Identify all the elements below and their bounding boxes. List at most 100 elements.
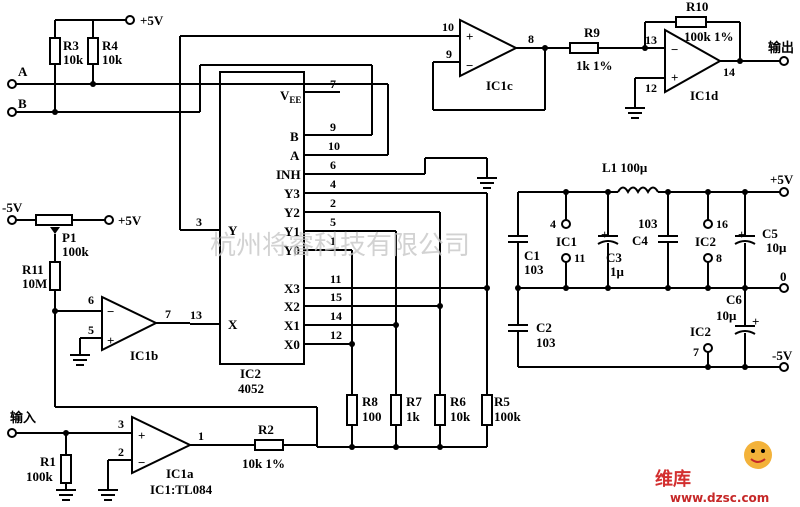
- ic1b-plus: +: [107, 333, 114, 348]
- ic1d-pin12: 12: [645, 81, 657, 95]
- ic2-y-pin: 3: [196, 215, 202, 229]
- site-url: www.dzsc.com: [670, 491, 769, 505]
- site-logo: 维库 www.dzsc.com: [655, 441, 772, 505]
- c5-plus: +: [738, 227, 745, 242]
- ic2-y0-label: Y0: [284, 243, 300, 258]
- channel-junctions: [349, 193, 490, 395]
- r1-label: R1: [40, 454, 56, 469]
- r7-label: R7: [406, 394, 422, 409]
- ic2-label: IC2: [240, 366, 261, 381]
- r6-value: 10k: [450, 409, 471, 424]
- ic2-x-label: X: [228, 317, 238, 332]
- ic1c-minus: −: [466, 58, 473, 73]
- r10-value: 100k 1%: [684, 29, 733, 44]
- r8-label: R8: [362, 394, 378, 409]
- r5-label: R5: [494, 394, 510, 409]
- ic2-pin8: 8: [716, 251, 722, 265]
- input-b-label: B: [18, 96, 27, 111]
- c5-value: 10μ: [766, 240, 787, 255]
- ic2-x-pin: 13: [190, 308, 202, 322]
- ic2-x3-label: X3: [284, 281, 300, 296]
- ic2-a-label: A: [290, 148, 300, 163]
- c2-label: C2: [536, 320, 552, 335]
- l1-label: L1 100μ: [602, 160, 648, 175]
- ic1d-pin14: 14: [723, 65, 735, 79]
- r4-value: 10k: [102, 52, 123, 67]
- ic1-pin11: 11: [574, 251, 585, 265]
- r10-label: R10: [686, 0, 708, 14]
- ic1-pin4: 4: [550, 217, 556, 231]
- ic2-vee-pin: 7: [330, 77, 336, 91]
- p1-pos-supply: +5V: [118, 213, 142, 228]
- c5-label: C5: [762, 226, 778, 241]
- r3-value: 10k: [63, 52, 84, 67]
- ic1-power-label: IC1: [556, 234, 577, 249]
- ic2-b-pin: 9: [330, 120, 336, 134]
- c2-value: 103: [536, 335, 556, 350]
- ic1a-plus: +: [138, 428, 145, 443]
- ic1c-label: IC1c: [486, 78, 513, 93]
- output-label: 输出: [768, 40, 794, 55]
- r11-label: R11: [22, 262, 44, 277]
- ic2-y-label: Y: [228, 223, 238, 238]
- c6-label: C6: [726, 292, 742, 307]
- ic2-x0-label: X0: [284, 337, 300, 352]
- ic1a-pin3: 3: [118, 417, 124, 431]
- ic1a-label: IC1a: [166, 466, 194, 481]
- ic2-x3-pin: 11: [330, 272, 341, 286]
- ic2-y3-label: Y3: [284, 186, 300, 201]
- ic1d-plus: +: [671, 70, 678, 85]
- ic2-b-label: B: [290, 129, 299, 144]
- c6-plus: +: [752, 314, 759, 329]
- ic2-pin16: 16: [716, 217, 728, 231]
- ic2-x1-pin: 14: [330, 309, 342, 323]
- p1-neg-supply: -5V: [2, 200, 23, 215]
- r4-label: R4: [102, 38, 118, 53]
- ic2-vee-label: VEE: [280, 88, 301, 105]
- ic1b-opamp: [52, 295, 190, 366]
- ic1a-minus: −: [138, 455, 145, 470]
- ic1d-opamp: [625, 16, 789, 119]
- r9-resistor: [569, 42, 665, 54]
- r2-value: 10k 1%: [242, 456, 285, 471]
- ic2-y2-label: Y2: [284, 205, 300, 220]
- ic1c-opamp: [432, 18, 570, 111]
- ic2-y3-pin: 4: [330, 177, 336, 191]
- c4-value: 103: [638, 216, 658, 231]
- p1-value: 100k: [62, 244, 90, 259]
- ic2-x1-label: X1: [284, 318, 300, 333]
- c1-value: 103: [524, 262, 544, 277]
- r9-label: R9: [584, 25, 600, 40]
- ic1d-label: IC1d: [690, 88, 719, 103]
- ic2-y2-pin: 2: [330, 196, 336, 210]
- input-label: 输入: [10, 410, 36, 425]
- ic2-power-label-2: IC2: [690, 324, 711, 339]
- r3-label: R3: [63, 38, 79, 53]
- ic1d-minus: −: [671, 42, 678, 57]
- input-stage: [7, 415, 317, 501]
- supply-neg-label: -5V: [772, 348, 793, 363]
- ic1b-pin7: 7: [165, 307, 171, 321]
- ic1b-label: IC1b: [130, 348, 158, 363]
- r7-value: 1k: [406, 409, 421, 424]
- ic2-power-label: IC2: [695, 234, 716, 249]
- ic2-y1-pin: 5: [330, 215, 336, 229]
- supply-label-r3r4: +5V: [140, 13, 164, 28]
- c3-plus: +: [601, 227, 608, 242]
- ic1-part: IC1:TL084: [150, 482, 213, 497]
- c6-value: 10μ: [716, 308, 737, 323]
- input-b-line: [7, 64, 373, 136]
- c3-value: 1μ: [610, 264, 625, 279]
- ic2-y1-label: Y1: [284, 224, 300, 239]
- input-a-label: A: [18, 64, 28, 79]
- ic1c-pin8: 8: [528, 32, 534, 46]
- watermark-text: 杭州将睿科技有限公司: [210, 231, 470, 261]
- supply-ground-label: 0: [780, 269, 787, 284]
- ic2-x2-label: X2: [284, 299, 300, 314]
- r6-label: R6: [450, 394, 466, 409]
- ic1b-pin5: 5: [88, 323, 94, 337]
- ic1b-minus: −: [107, 304, 114, 319]
- ic2-y0-pin: 1: [330, 234, 336, 248]
